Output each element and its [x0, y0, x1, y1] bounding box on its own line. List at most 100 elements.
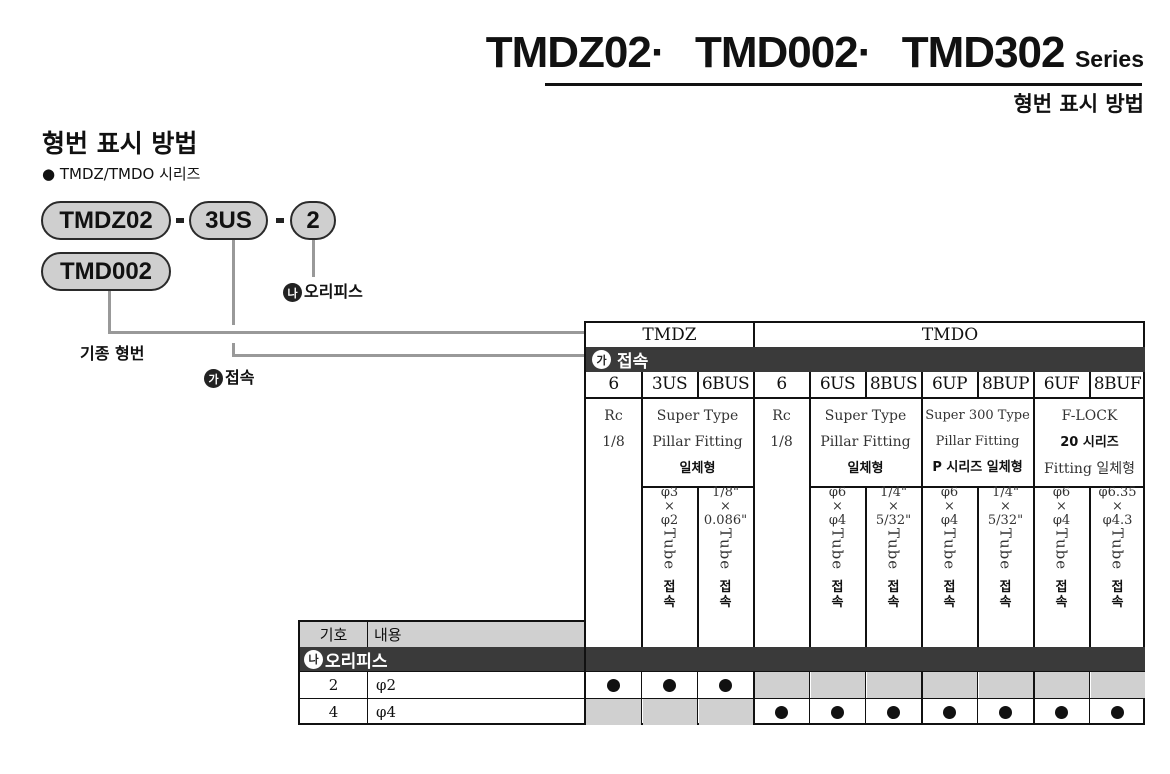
vsep-5a: [865, 372, 867, 399]
leader-model-h: [108, 331, 584, 334]
tube-cross-8: ×: [1112, 499, 1123, 514]
code-separator-1: [176, 218, 184, 223]
tube-word-2: Tube: [716, 528, 735, 571]
col-header-10: 8BUF: [1093, 374, 1142, 394]
available-dot-r2-c9: [1055, 706, 1068, 719]
vsep-8: [1033, 372, 1035, 725]
lower-vsep-4: [809, 671, 810, 725]
tube-inner-2: 0.086": [703, 513, 748, 528]
available-dot-r2-c7: [943, 706, 956, 719]
available-dot-r1-c1: [607, 679, 620, 692]
vsep-3: [753, 372, 755, 725]
desc-super-2-a: Super Type: [824, 408, 907, 424]
tube-inner-4: 5/32": [875, 513, 912, 528]
connection-bar-text: 접속: [617, 352, 649, 372]
lower-vsep-1: [641, 671, 642, 725]
na-cell-r1-c10: [1091, 672, 1145, 698]
lower-vsep-6: [921, 671, 923, 725]
available-dot-r2-c4: [775, 706, 788, 719]
tube-outer-8: φ6.35: [1098, 485, 1137, 500]
vsep-4: [809, 372, 811, 647]
desc-flock-b: 20 시리즈: [1060, 435, 1119, 450]
desc-rc-2-a: Rc: [772, 408, 791, 424]
vsep-1: [641, 372, 643, 647]
tube-word-8: Tube: [1108, 528, 1127, 571]
model-code-1: TMDZ02: [59, 206, 153, 234]
tube-word-wrap-2: Tube: [698, 528, 753, 574]
code-separator-2: [276, 218, 284, 223]
desc-super-1-c: 일체형: [679, 461, 716, 476]
left-header-symbol: 기호: [300, 622, 368, 647]
desc-flock-c: Fitting 일체형: [1044, 461, 1135, 477]
marker-na-bar-icon: 나: [304, 649, 323, 669]
desc-rc-1-a: Rc: [604, 408, 623, 424]
available-dot-r2-c5: [831, 706, 844, 719]
header-rule: [545, 83, 1142, 86]
available-dot-r2-c6: [887, 706, 900, 719]
na-cell-r2-c3: [699, 699, 753, 725]
section-title: 형번 표시 방법: [42, 129, 198, 158]
group-tmdz: TMDZ: [642, 325, 697, 345]
label-connection-text: 접속: [225, 368, 255, 387]
orifice-bar-text: 오리피스: [325, 651, 388, 672]
tube-cross-4: ×: [888, 499, 899, 514]
group-divider: [753, 323, 755, 347]
na-cell-r2-c1: [586, 699, 641, 725]
col-header-7: 6UP: [931, 374, 968, 394]
leader-connection-upper: [232, 240, 235, 325]
col-header-8: 8BUP: [981, 374, 1030, 394]
available-dot-r2-c8: [999, 706, 1012, 719]
vsep-6: [921, 372, 923, 725]
row1-content: φ2: [376, 675, 397, 694]
col-header-3: 6BUS: [701, 374, 750, 394]
tube-word-wrap-3: Tube: [810, 528, 865, 574]
left-row-divider-2: [300, 698, 586, 699]
series-title: TMDZ02· TMD002· TMD302 Series: [486, 28, 1144, 78]
tube-word-6: Tube: [996, 528, 1015, 571]
series-code-2: TMD002·: [694, 28, 872, 77]
vsep-2b: [697, 487, 699, 647]
leader-connection-lower: [232, 343, 235, 357]
available-dot-r1-c2: [663, 679, 676, 692]
connection-pill: 3US: [189, 201, 268, 240]
lower-vsep-9: [1089, 671, 1090, 725]
orifice-code: 2: [306, 206, 320, 234]
na-cell-r2-c2: [643, 699, 697, 725]
group-tmdo: TMDO: [921, 325, 979, 345]
vsep-5b: [865, 487, 867, 647]
na-cell-r1-c7: [923, 672, 977, 698]
tube-outer-4: 1/4": [880, 485, 907, 500]
leader-connection-h: [232, 354, 584, 357]
tube-outer-6: 1/4": [992, 485, 1019, 500]
marker-ga-icon: 가: [204, 369, 223, 388]
vsep-7a: [977, 372, 979, 399]
tube-word-3: Tube: [828, 528, 847, 571]
lower-vsep-8: [1033, 671, 1035, 725]
desc-super-1-b: Pillar Fitting: [652, 434, 743, 450]
orifice-bar-right: [586, 647, 1145, 671]
tube-cross-6: ×: [1000, 499, 1011, 514]
desc-super-3-a: Super 300 Type: [925, 408, 1030, 423]
na-cell-r1-c5: [811, 672, 865, 698]
tube-cross-2: ×: [720, 499, 731, 514]
tube-word-7: Tube: [1052, 528, 1071, 571]
lower-vsep-7: [977, 671, 978, 725]
marker-na-icon: 나: [283, 283, 302, 302]
vsep-9b: [1089, 487, 1091, 647]
desc-super-2-b: Pillar Fitting: [820, 434, 911, 450]
tube-outer-5: φ6: [940, 485, 959, 500]
tube-word-5: Tube: [940, 528, 959, 571]
